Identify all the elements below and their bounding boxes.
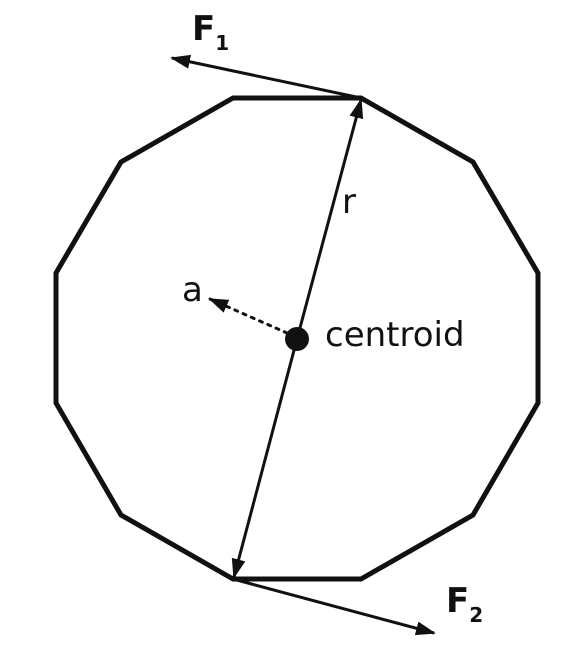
radius-label: r (342, 182, 356, 222)
force-two-label: F2 (446, 581, 483, 627)
centroid-label: centroid (325, 315, 465, 355)
radius-arrow-down (231, 338, 299, 579)
force-one-label: F1 (192, 9, 229, 55)
dodecagon-body (53, 95, 541, 582)
force-two-arrow (232, 577, 436, 636)
acceleration-label: a (182, 270, 203, 310)
centroid-point (285, 327, 309, 351)
acceleration-arrow (208, 297, 289, 335)
force-one-arrow (170, 54, 362, 100)
radius-arrow-up (295, 98, 364, 340)
